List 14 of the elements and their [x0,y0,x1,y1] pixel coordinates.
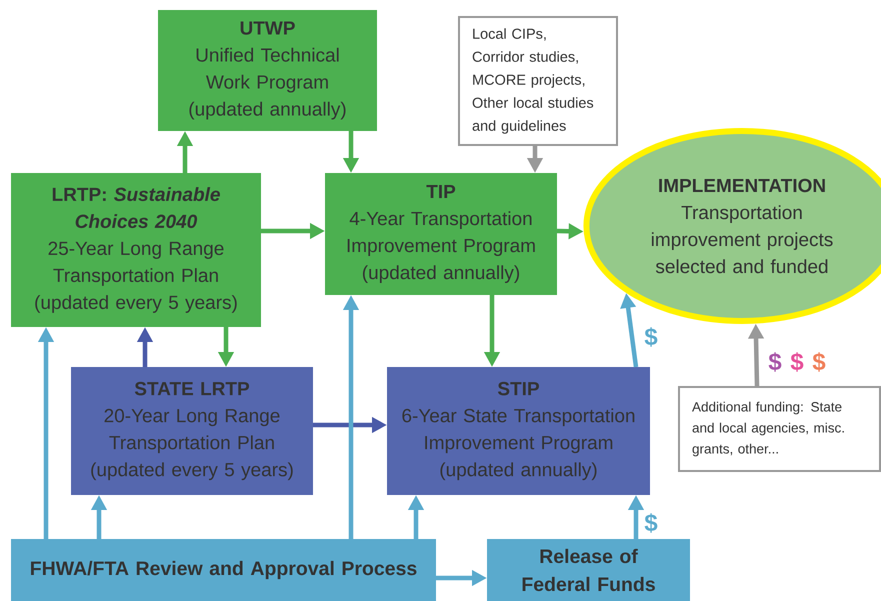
note-box: Local CIPs, Corridor studies, MCORE projects, Other local studies and guidelines [458,16,618,146]
process-box: LRTP: Sustainable Choices 2040 25-Year Long Range Transportation Plan (updated every 5 years) [11,173,261,327]
edge-label: $ [643,326,659,348]
process-box: TIP 4-Year Transportation Improvement Program (updated annually) [325,173,557,295]
process-box: STIP 6-Year State Transportation Improvement Program (updated annually) [387,367,650,495]
dollar-sign: $ [812,352,826,372]
process-box: STATE LRTP 20-Year Long Range Transportation Plan (updated every 5 years) [71,367,313,495]
note-box: Additional funding: State and local agencies, misc. grants, other... [678,386,881,472]
process-box: UTWP Unified Technical Work Program (updated annually) [158,10,377,131]
dollar-sign: $ [790,352,804,372]
edge-label: $ [643,512,659,534]
dollar-sign: $ [768,352,782,372]
process-box: FHWA/FTA Review and Approval Process [11,539,436,601]
process-box: Release of Federal Funds [487,539,690,601]
